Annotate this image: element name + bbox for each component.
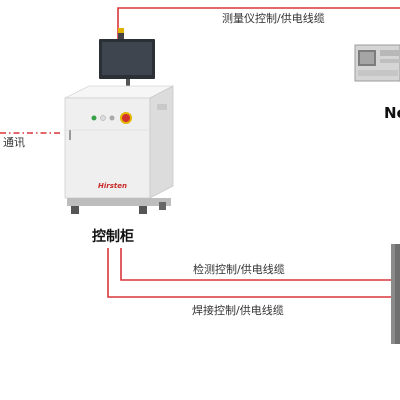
wheel [139, 206, 147, 214]
label-left-link: 通讯 [3, 136, 25, 149]
wheel [71, 206, 79, 214]
green-button [91, 115, 97, 121]
measuring-instrument-illustration [354, 44, 400, 82]
label-middle-link: 检测控制/供电线缆 [193, 263, 285, 276]
wheel [159, 202, 166, 210]
beacon-light [118, 28, 124, 33]
right-equipment-shadow [395, 244, 400, 344]
device-label-right: Ne [384, 104, 400, 122]
label-bottom-link: 焊接控制/供电线缆 [192, 304, 284, 317]
cabinet-logo: Hirsten [98, 182, 127, 190]
cabinet-title: 控制柜 [92, 229, 134, 245]
line-middle [120, 248, 392, 281]
label-top-link: 测量仪控制/供电线缆 [222, 12, 325, 25]
line-bottom [107, 248, 392, 298]
control-cabinet-illustration: Hirsten [64, 28, 174, 214]
